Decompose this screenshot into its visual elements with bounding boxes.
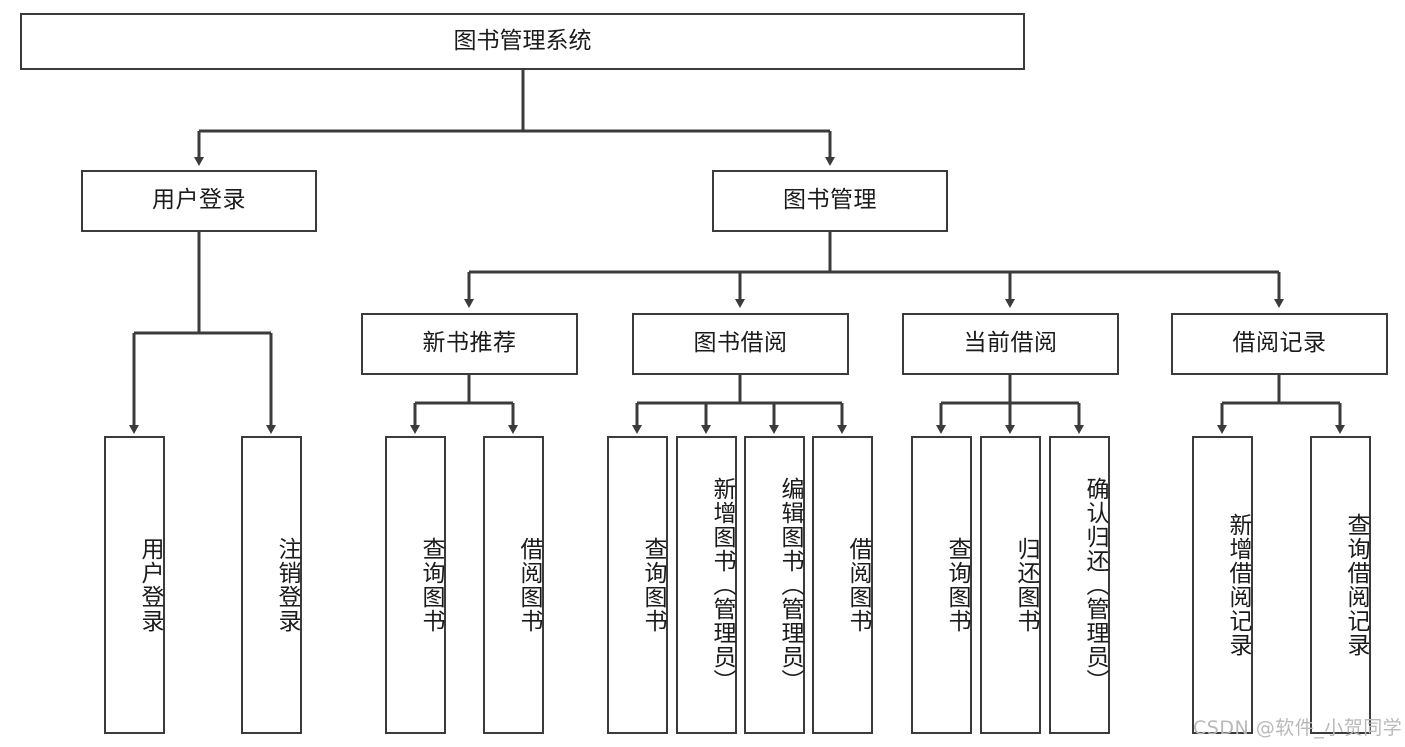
node-borrow-record[interactable]: 借阅记录	[1171, 313, 1388, 375]
leaf-user-login-logout[interactable]: 注销登录	[241, 436, 302, 734]
leaf-user-login-login[interactable]: 用户登录	[104, 436, 165, 734]
leaf-current-query-book[interactable]: 查询图书	[911, 436, 972, 734]
leaf-record-query-record[interactable]: 查询借阅记录	[1310, 436, 1371, 734]
node-new-book-recommend[interactable]: 新书推荐	[361, 313, 578, 375]
leaf-current-confirm-return-admin[interactable]: 确认归还（管理员）	[1049, 436, 1110, 734]
leaf-label: 确认归还（管理员）	[1082, 477, 1108, 693]
leaf-label: 查询图书	[418, 537, 444, 633]
leaf-label: 归还图书	[1013, 537, 1039, 633]
node-root-system[interactable]: 图书管理系统	[20, 13, 1025, 70]
csdn-watermark-text: CSDN @软件_小贺同学	[1193, 717, 1403, 739]
leaf-label: 查询借阅记录	[1343, 513, 1369, 657]
node-current-borrow-label: 当前借阅	[963, 330, 1058, 357]
leaf-new-book-borrow[interactable]: 借阅图书	[483, 436, 544, 734]
leaf-borrow-query-book[interactable]: 查询图书	[607, 436, 668, 734]
node-user-login[interactable]: 用户登录	[81, 170, 317, 232]
node-book-management-label: 图书管理	[783, 187, 877, 214]
node-book-management[interactable]: 图书管理	[712, 170, 948, 232]
leaf-label: 借阅图书	[845, 537, 871, 633]
leaf-current-return-book[interactable]: 归还图书	[980, 436, 1041, 734]
node-book-borrow-label: 图书借阅	[693, 330, 788, 357]
node-book-borrow[interactable]: 图书借阅	[632, 313, 849, 375]
leaf-label: 查询图书	[944, 537, 970, 633]
csdn-watermark: CSDN @软件_小贺同学	[1193, 713, 1402, 740]
leaf-borrow-add-book-admin[interactable]: 新增图书（管理员）	[676, 436, 737, 734]
leaf-label: 注销登录	[274, 537, 300, 633]
leaf-label: 新增图书（管理员）	[709, 477, 735, 693]
leaf-label: 用户登录	[137, 537, 163, 633]
leaf-borrow-edit-book-admin[interactable]: 编辑图书（管理员）	[744, 436, 805, 734]
node-user-login-label: 用户登录	[152, 187, 246, 214]
leaf-record-add-record[interactable]: 新增借阅记录	[1192, 436, 1253, 734]
leaf-label: 查询图书	[640, 537, 666, 633]
node-current-borrow[interactable]: 当前借阅	[902, 313, 1119, 375]
leaf-borrow-borrow-book[interactable]: 借阅图书	[812, 436, 873, 734]
leaf-new-book-query[interactable]: 查询图书	[385, 436, 446, 734]
node-new-book-recommend-label: 新书推荐	[422, 330, 517, 357]
leaf-label: 编辑图书（管理员）	[777, 477, 803, 693]
node-borrow-record-label: 借阅记录	[1232, 330, 1327, 357]
leaf-label: 借阅图书	[516, 537, 542, 633]
node-root-label: 图书管理系统	[453, 27, 592, 54]
leaf-label: 新增借阅记录	[1225, 513, 1251, 657]
